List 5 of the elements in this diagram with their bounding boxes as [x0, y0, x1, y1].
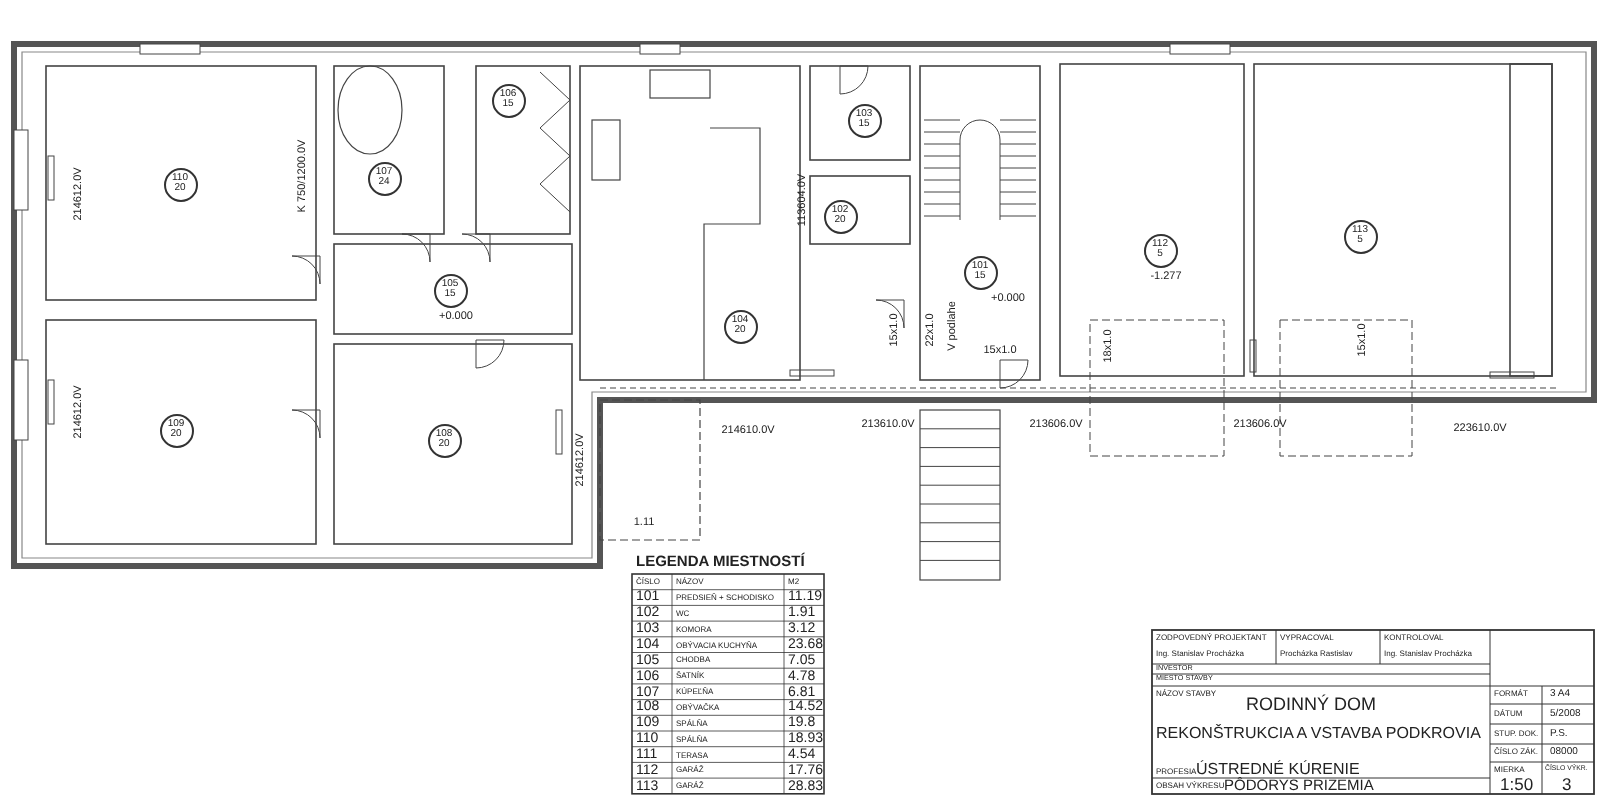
title-block-text: 1:50 — [1500, 776, 1534, 793]
title-block-text: ÚSTREDNÉ KÚRENIE — [1196, 762, 1360, 778]
title-block-text: 3 — [1562, 776, 1572, 793]
title-block-text: RODINNÝ DOM — [1246, 696, 1376, 714]
title-block-text: REKONŠTRUKCIA A VSTAVBA PODKROVIA — [1156, 726, 1481, 742]
